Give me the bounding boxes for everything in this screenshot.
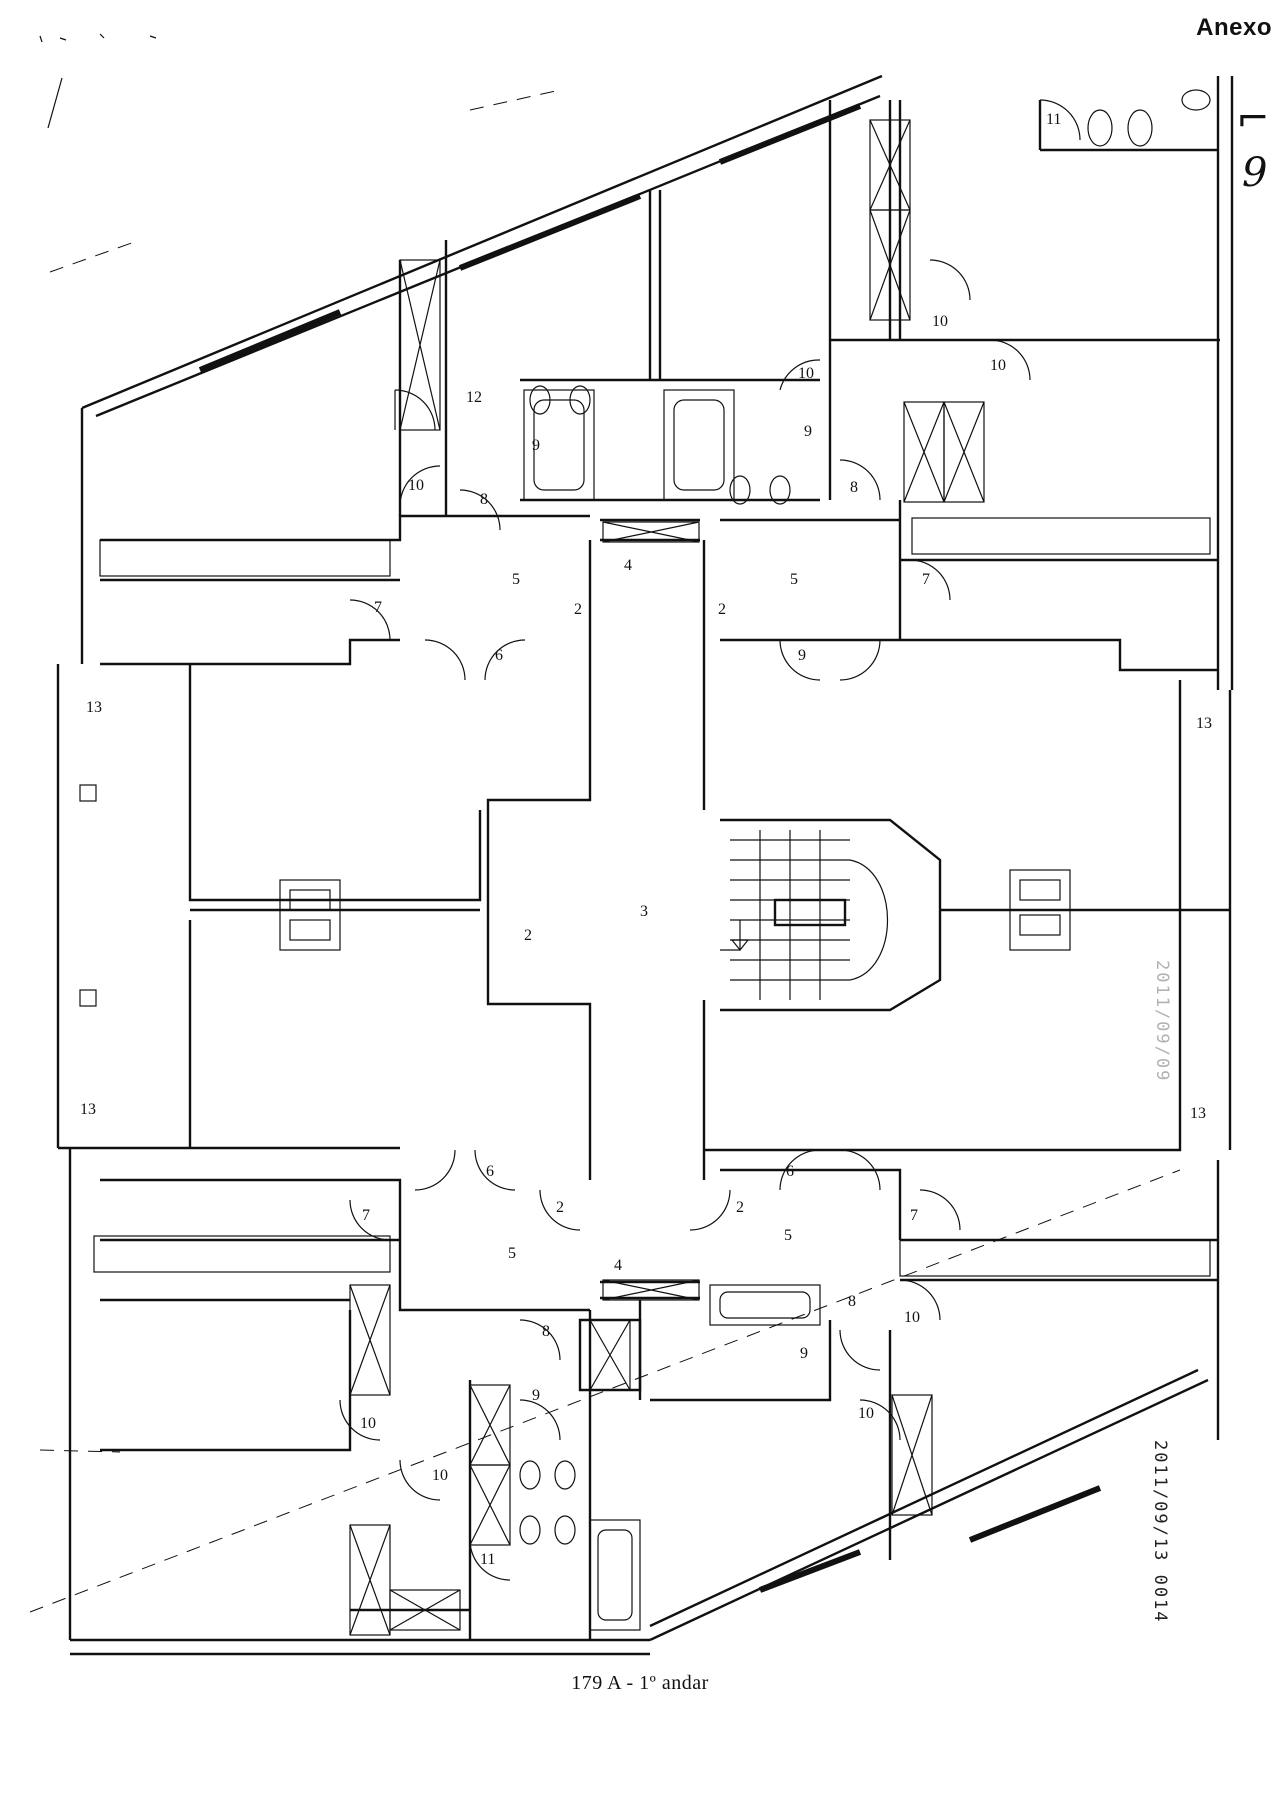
handwritten-number: 9	[1242, 150, 1268, 196]
room-label: 9	[798, 647, 806, 664]
room-label: 13	[86, 699, 102, 716]
room-label: 13	[1190, 1105, 1206, 1122]
room-label: 11	[480, 1551, 495, 1568]
room-label: 7	[922, 571, 930, 588]
room-label: 8	[850, 479, 858, 496]
staircase	[720, 830, 888, 1000]
room-label: 8	[542, 1323, 550, 1340]
facade-windows	[198, 103, 1102, 1593]
room-label: 10	[798, 365, 814, 382]
room-label: 2	[718, 601, 726, 618]
room-label: 10	[932, 313, 948, 330]
room-label: 4	[624, 557, 632, 574]
room-label: 10	[360, 1415, 376, 1432]
door-swings	[339, 99, 1081, 1581]
interior-walls	[58, 100, 1230, 1640]
top-left-scribbles	[39, 33, 561, 273]
handwritten-mark: ⌐	[1236, 96, 1270, 142]
room-label: 6	[786, 1163, 794, 1180]
plan-caption: 179 A - 1º andar	[571, 1672, 709, 1694]
room-label: 7	[362, 1207, 370, 1224]
room-label: 9	[800, 1345, 808, 1362]
date-stamp: 2011/09/13 0014	[1150, 1440, 1170, 1624]
room-label: 10	[432, 1467, 448, 1484]
room-label: 10	[858, 1405, 874, 1422]
room-label: 4	[614, 1257, 622, 1274]
room-label: 12	[466, 389, 482, 406]
room-label: 2	[556, 1199, 564, 1216]
room-label: 2	[574, 601, 582, 618]
faded-date-stamp: 2011/09/09	[1152, 960, 1172, 1083]
room-label: 5	[508, 1245, 516, 1262]
room-label: 10	[904, 1309, 920, 1326]
room-label: 9	[532, 1387, 540, 1404]
room-label: 9	[804, 423, 812, 440]
room-label: 5	[784, 1227, 792, 1244]
room-label: 13	[80, 1101, 96, 1118]
room-label: 8	[848, 1293, 856, 1310]
shafts	[349, 119, 985, 1636]
annex-label: Anexo	[1196, 14, 1272, 41]
room-label: 7	[374, 599, 382, 616]
room-label: 10	[990, 357, 1006, 374]
room-label: 3	[640, 903, 648, 920]
room-label: 9	[532, 437, 540, 454]
room-label: 2	[736, 1199, 744, 1216]
room-label: 7	[910, 1207, 918, 1224]
room-label: 13	[1196, 715, 1212, 732]
room-label: 11	[1046, 111, 1061, 128]
room-numbers: 13 13 13 13 12 10 8 9 7 5 2 4 6 10 10 10…	[80, 111, 1212, 1568]
room-label: 6	[495, 647, 503, 664]
room-label: 5	[512, 571, 520, 588]
building-outline	[29, 74, 1234, 1656]
room-label: 5	[790, 571, 798, 588]
room-label: 8	[480, 491, 488, 508]
room-label: 10	[408, 477, 424, 494]
kitchens-and-bathrooms	[79, 89, 1211, 1631]
room-label: 6	[486, 1163, 494, 1180]
room-label: 2	[524, 927, 532, 944]
